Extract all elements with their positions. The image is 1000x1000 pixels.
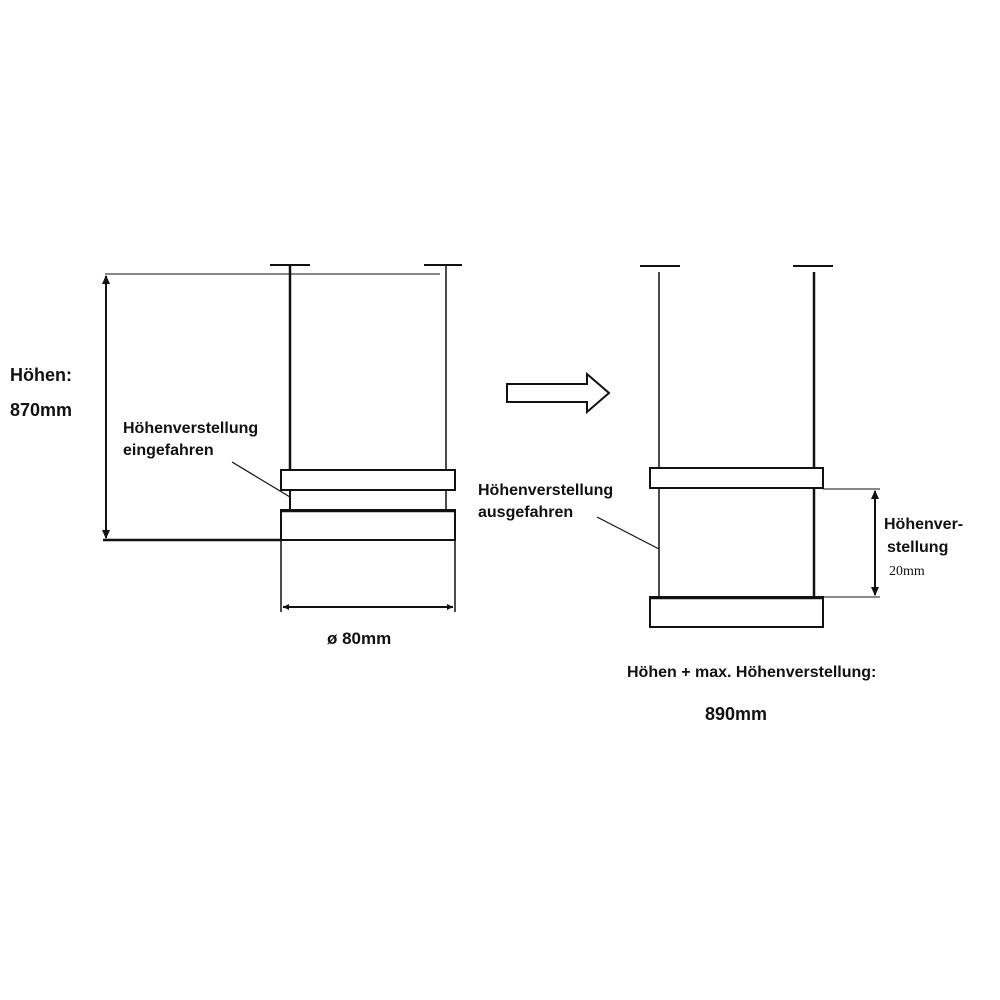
height-label: Höhen:: [10, 365, 72, 385]
diameter-label: ø 80mm: [327, 629, 391, 648]
diameter-arrow-left-icon: [283, 604, 289, 610]
height-arrow-up-icon: [102, 275, 110, 284]
retracted-leader-line: [231, 461, 291, 498]
adjustment-dimension: [823, 488, 880, 598]
adjust-amount: 20mm: [889, 564, 925, 579]
extended-leader-line: [596, 516, 660, 550]
extended-label-line1: Höhenverstellung: [478, 482, 613, 499]
diameter-arrow-right-icon: [447, 604, 453, 610]
adjust-arrow-down-icon: [871, 587, 879, 596]
retracted-label-line1: Höhenverstellung: [123, 420, 258, 437]
retracted-label-line2: eingefahren: [123, 442, 214, 459]
right-upper-ring: [649, 467, 824, 489]
adjust-side-label-line1: Höhenver-: [884, 516, 963, 533]
right-lamp: [640, 265, 833, 628]
adjust-arrow-up-icon: [871, 490, 879, 499]
left-upper-ring: [280, 469, 456, 491]
height-value: 870mm: [10, 400, 72, 420]
total-height-label: Höhen + max. Höhenverstellung:: [627, 664, 876, 681]
left-lamp: [270, 264, 462, 612]
right-lower-ring: [649, 596, 824, 628]
adjust-side-label-line2: stellung: [887, 539, 948, 556]
right-arrow-icon: [506, 371, 611, 415]
total-height-value: 890mm: [705, 704, 767, 724]
extended-label-line2: ausgefahren: [478, 504, 573, 521]
left-lower-ring: [280, 509, 456, 541]
height-dimension: [102, 273, 440, 542]
height-arrow-down-icon: [102, 530, 110, 539]
